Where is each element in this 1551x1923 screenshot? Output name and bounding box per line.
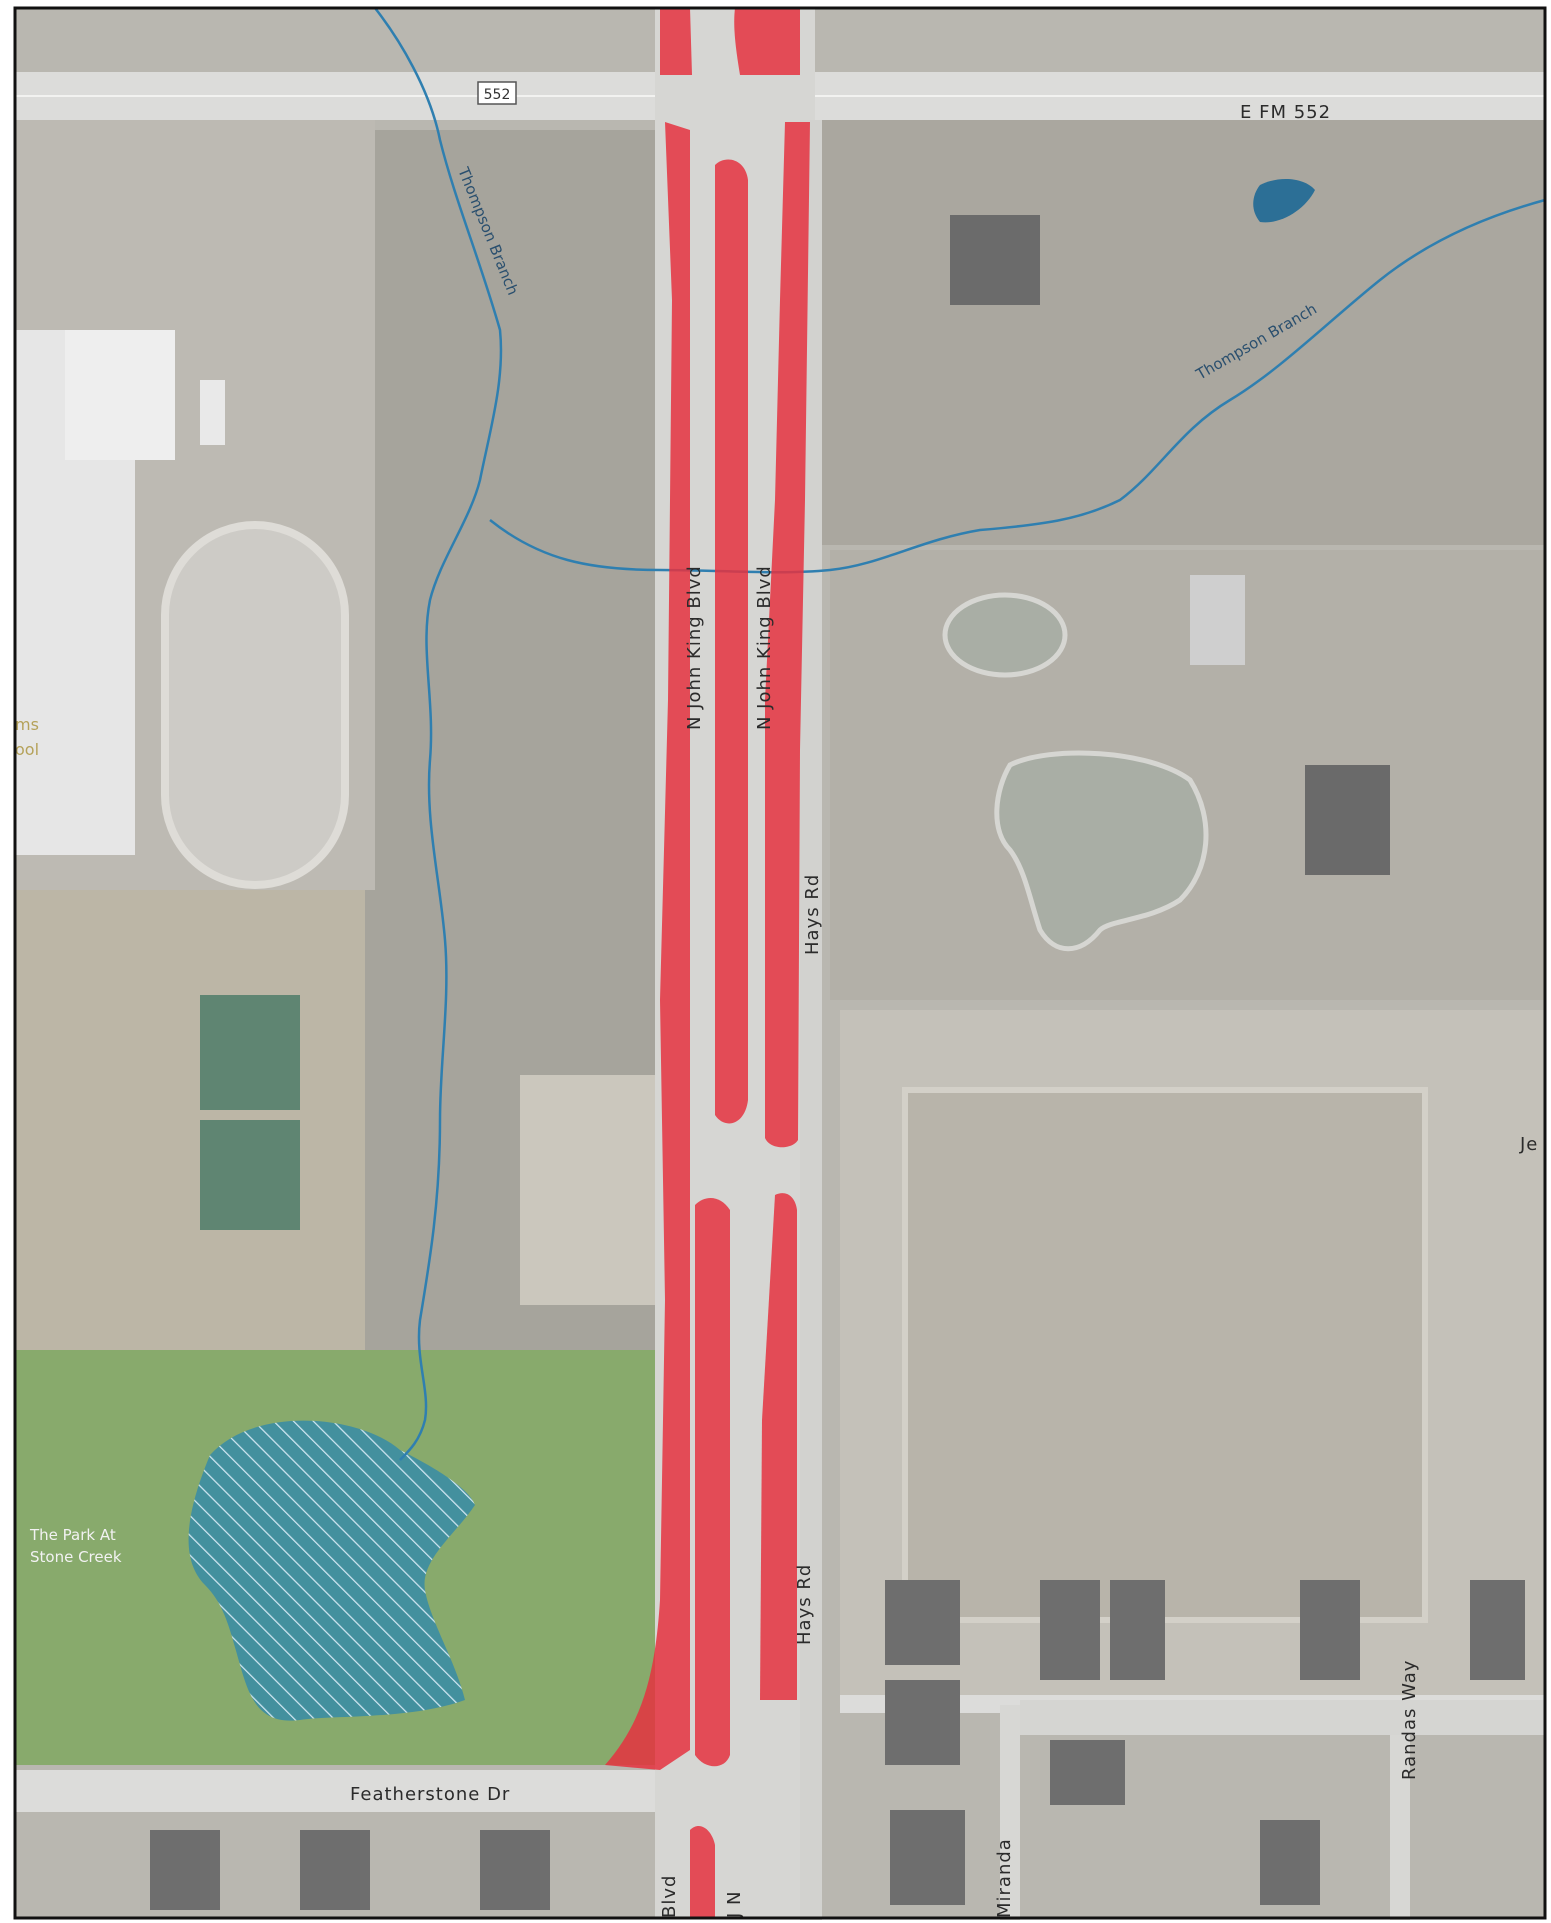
highlight-layer [605, 8, 810, 1918]
water-tank [1190, 575, 1245, 665]
tennis-courts-north [200, 995, 300, 1110]
house-row [1470, 1580, 1525, 1680]
label-fm552: E FM 552 [1240, 102, 1331, 123]
label-john-king-west: N John King Blvd [684, 565, 705, 730]
house-row [480, 1830, 550, 1910]
label-randas: Randas Way [1399, 1660, 1420, 1780]
label-blvd-fragment: Blvd [659, 1875, 680, 1918]
highlight-median-north [715, 159, 748, 1124]
pond-large [994, 750, 1209, 952]
house-row [885, 1580, 960, 1665]
field-north-east [815, 115, 1545, 545]
highlight-east-south-parkway [760, 1193, 797, 1700]
fm552-shield-number: 552 [484, 87, 511, 103]
fm552-shield: 552 [477, 81, 517, 105]
stream-west [374, 7, 503, 1461]
house-row [1300, 1580, 1360, 1680]
label-school-line2: ool [15, 740, 39, 759]
field-east-mid [830, 550, 1545, 1000]
road-neighborhood-cross [1020, 1700, 1545, 1735]
house-row [1260, 1820, 1320, 1905]
highlight-median-south [695, 1198, 730, 1767]
map-frame [13, 6, 1547, 1920]
school-building-north [65, 330, 175, 460]
highlight-west-north [660, 8, 692, 75]
house-row [890, 1810, 965, 1905]
parking-loop [161, 521, 349, 889]
house-east [1305, 765, 1390, 875]
label-hays-south: Hays Rd [794, 1564, 815, 1645]
highlight-west-parkway [605, 122, 690, 1770]
highlight-median-bottom [690, 1825, 715, 1918]
house-row [1050, 1740, 1125, 1805]
house-row [150, 1830, 220, 1910]
house-row [300, 1830, 370, 1910]
detention-basin [902, 1087, 1428, 1623]
house-row [1040, 1580, 1100, 1680]
pond-small-ne [1253, 178, 1315, 223]
label-school-line1: ms [15, 715, 39, 734]
label-n-fragment: J N [724, 1891, 745, 1920]
label-featherstone: Featherstone Dr [350, 1784, 510, 1805]
house-row [885, 1680, 960, 1765]
construction-yard [520, 1075, 670, 1305]
label-miranda: Miranda [994, 1838, 1015, 1918]
label-edge-fragment: Je [1519, 1134, 1538, 1155]
label-hays-north: Hays Rd [802, 874, 823, 955]
label-park-line2: Stone Creek [30, 1548, 122, 1566]
highlight-east-north-parkway [765, 122, 810, 1148]
label-john-king-east: N John King Blvd [754, 565, 775, 730]
road-randas [1390, 1705, 1410, 1920]
park-pond [188, 1420, 476, 1721]
road-miranda [1000, 1705, 1020, 1920]
road-featherstone [15, 1770, 655, 1812]
highlight-east-north [734, 8, 800, 75]
house-north-east [950, 215, 1040, 305]
label-park-line1: The Park At [29, 1526, 116, 1544]
pond-north [942, 592, 1068, 678]
tennis-courts-south [200, 1120, 300, 1230]
school-field [15, 890, 365, 1350]
house-row [1110, 1580, 1165, 1680]
school-annex [200, 380, 225, 445]
